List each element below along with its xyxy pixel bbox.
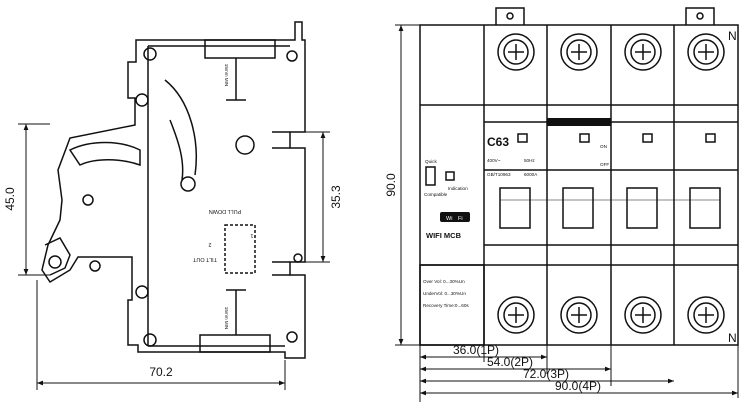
hole (143, 333, 157, 347)
min-label-top: 15mm MIN (224, 64, 229, 86)
dark-band (547, 118, 611, 126)
wifi-mark-2: Fi (458, 216, 463, 222)
dim-height-35: 35.3 (329, 185, 343, 209)
front-body (419, 24, 739, 346)
top-tab (495, 7, 525, 25)
side-inner-rail (148, 45, 290, 347)
rating-label: C63 (487, 135, 509, 149)
top-terminal-block (204, 39, 276, 59)
standard-label: GB/T10963 (487, 172, 511, 177)
hole (82, 194, 94, 206)
front-dimensions (395, 24, 739, 402)
step-2-label: 2 (208, 241, 211, 247)
product-name: WIFI MCB (426, 231, 462, 240)
side-view (41, 21, 306, 359)
dim-height-90: 90.0 (384, 173, 398, 197)
hole (180, 176, 196, 192)
right-notch (272, 131, 290, 276)
side-body-outline (41, 21, 306, 359)
hole (293, 253, 303, 263)
wifi-badge (440, 212, 470, 222)
quick-label: Quick (425, 159, 437, 164)
breaking-label: 6000A (524, 172, 538, 177)
width-2p: 54.0(2P) (487, 355, 533, 369)
wifi-mark: Wi (446, 216, 452, 222)
dim-height-45: 45.0 (3, 187, 17, 211)
mechanism-box (224, 224, 256, 274)
pull-down-label: PULL DOWN (209, 208, 242, 214)
hole (89, 260, 101, 272)
hole (48, 255, 62, 269)
spec-line: Recovery Time:0...60s (423, 303, 469, 308)
top-screw-row (497, 33, 725, 71)
min-label-bottom: 15mm MIN (224, 307, 229, 329)
front-view (419, 7, 739, 346)
hole (235, 135, 255, 155)
dim-width-70: 70.2 (149, 365, 173, 379)
handle (689, 187, 721, 229)
spec-line: Over Vol: 0...30%Un (423, 279, 465, 284)
handle (499, 187, 531, 229)
top-tab (685, 7, 715, 25)
indication-box (445, 171, 455, 181)
hole (135, 285, 149, 299)
din-clip (44, 237, 71, 276)
hole (135, 93, 149, 107)
width-4p: 90.0(4P) (555, 379, 601, 393)
compatible-label: Compatible (424, 192, 448, 197)
hole (143, 47, 157, 61)
off-label: OFF (600, 162, 609, 167)
indication-label: Indication (448, 186, 468, 191)
hook-curve (68, 141, 141, 167)
step-1-label: 1 (250, 232, 253, 238)
bottom-terminal-block (199, 334, 271, 353)
width-3p: 72.0(3P) (523, 367, 569, 381)
spec-line: UnderVol: 0...30%Un (423, 291, 466, 296)
n-top-label: N (728, 29, 737, 43)
n-bottom-label: N (728, 331, 737, 345)
hole (286, 50, 298, 62)
left-module-toggle (425, 166, 436, 186)
on-label: ON (600, 144, 607, 149)
spec-box (419, 264, 485, 346)
lever-curve (164, 79, 197, 181)
bottom-screw-row (497, 296, 725, 334)
hole (286, 331, 298, 343)
frequency-label: 50Hz (524, 158, 535, 163)
handle (626, 187, 658, 229)
width-1p: 36.0(1P) (453, 343, 499, 357)
tilt-out-label: TILT OUT (192, 256, 217, 262)
handle (562, 187, 594, 229)
side-dimensions (18, 123, 330, 390)
voltage-label: 400V~ (487, 158, 501, 163)
